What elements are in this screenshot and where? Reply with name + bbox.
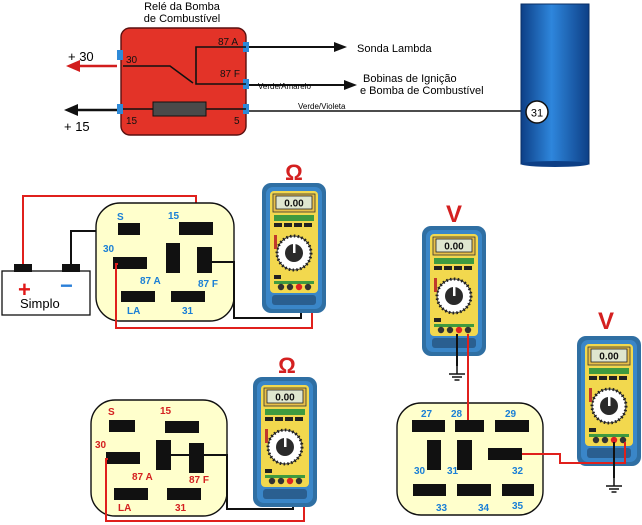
relay-contact-87a [195,46,246,66]
socket2-pin-s: S [108,407,115,418]
test-setup-3: V V 27 28 29 30 31 32 33 34 35 [396,201,642,516]
relay-switch [123,65,194,84]
socket2-pin-30: 30 [95,440,107,451]
test-setup-1: + − Simplo S 15 30 87 A 87 F LA 31 Ω [1,160,328,329]
battery [1,270,91,316]
battery-minus-icon: − [60,273,73,298]
socket3-pin-32: 32 [512,466,524,477]
volt-multimeter-1 [420,224,488,358]
socket2-pin-la: LA [118,503,131,514]
socket3-pin-29: 29 [505,409,517,420]
battery-label: Simplo [20,296,60,311]
bobinas-label-line1: Bobinas de Ignição [363,73,457,85]
socket3-pin-35: 35 [512,501,524,512]
battery-plus-icon: + [18,277,31,302]
bobinas-label-line2: e Bomba de Combustível [360,85,484,97]
pin-30-label: 30 [126,55,138,66]
socket2-pin-31: 31 [175,503,187,514]
socket2-pin-87a: 87 A [132,472,153,483]
socket3-pin-31: 31 [447,466,459,477]
relay-coil [152,101,207,117]
pin-15-label: 15 [126,116,138,127]
sonda-lambda-label: Sonda Lambda [357,43,432,55]
bobinas-arrow-icon [344,80,357,90]
wire-socket2-to-meter-red [105,458,305,522]
sonda-arrow-icon [334,42,347,52]
ecu-pin-31 [525,100,549,124]
ohm-symbol-1: Ω [285,160,303,185]
volt-multimeter-2 [575,334,642,468]
plus15-arrow-icon [64,104,78,116]
volt-symbol-1: V [446,201,462,228]
terminal-15 [117,104,123,114]
wire-pin32-to-voltmeter2 [522,442,626,464]
plus30-label: + 30 [68,49,94,64]
ecu-module [520,3,590,165]
pin-87f-label: 87 F [220,69,240,80]
socket1-pin-15: 15 [168,211,180,222]
socket3-pin-34: 34 [478,503,490,514]
terminal-30 [117,50,123,60]
pin-87a-label: 87 A [218,37,238,48]
ohm-multimeter-1 [260,181,328,315]
socket2-pin-15: 15 [160,406,172,417]
socket1-pin-87a: 87 A [140,276,161,287]
socket1-pin-30: 30 [103,244,115,255]
test-setup-2: S 15 30 87 A 87 F LA 31 Ω [90,353,319,522]
ohm-multimeter-2 [251,375,319,509]
wire-verde-violeta-label: Verde/Violeta [298,102,346,111]
wire-verde-amarelo-label: Verde/Amarelo [258,82,311,91]
socket3-pin-28: 28 [451,409,463,420]
ecu-pin-31-label: 31 [531,108,543,120]
socket1-pin-la: LA [127,306,140,317]
wire-socket1-to-meter-red [115,263,313,329]
plus30-arrow-icon [66,60,80,72]
ground-icon-2 [605,477,623,493]
ground-icon-1 [448,365,466,381]
ohm-symbol-2: Ω [278,353,296,378]
socket3-pin-27: 27 [421,409,433,420]
relay-contact-87f [195,66,246,85]
socket3-pin-33: 33 [436,503,448,514]
socket3-pin-30: 30 [414,466,426,477]
plus15-label: + 15 [64,119,90,134]
relay-title-line1: Relé da Bomba [144,1,221,13]
volt-symbol-2: V [598,308,614,335]
socket2-pin-87f: 87 F [189,475,209,486]
socket1-pin-87f: 87 F [198,279,218,290]
socket1-pin-s: S [117,212,124,223]
pin-5-label: 5 [234,116,240,127]
relay-schematic: Relé da Bomba de Combustível 30 87 A 87 … [64,1,590,167]
socket1-pin-31: 31 [182,306,194,317]
relay-title-line2: de Combustível [144,13,220,25]
